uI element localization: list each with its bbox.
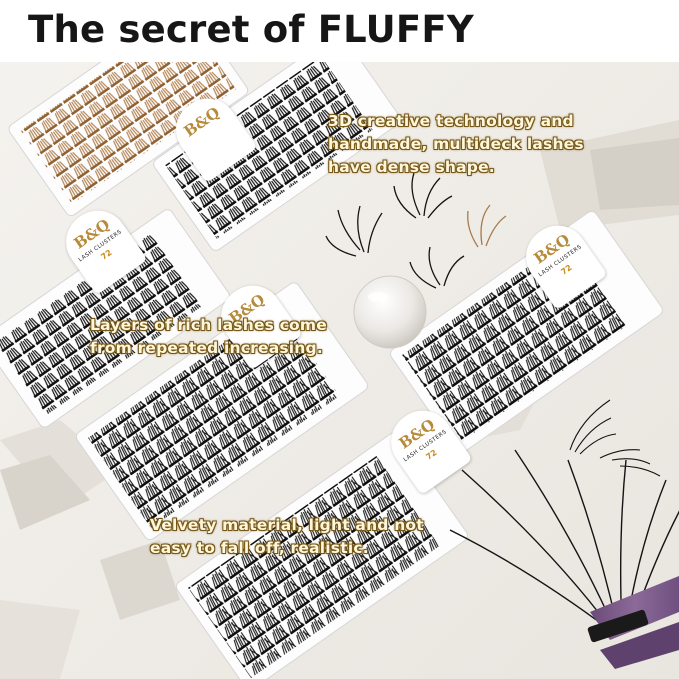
caption-bottom: Velvety material, light and not easy to …	[150, 514, 424, 560]
caption-line: Velvety material, light and not	[150, 516, 424, 534]
page-title: The secret of FLUFFY	[28, 8, 474, 51]
caption-line: easy to fall off, realistic.	[150, 539, 369, 557]
caption-middle: Layers of rich lashes come from repeated…	[90, 314, 327, 360]
caption-top: 3D creative technology and handmade, mul…	[328, 110, 584, 179]
caption-line: from repeated increasing.	[90, 339, 323, 357]
caption-line: Layers of rich lashes come	[90, 316, 327, 334]
title-bar: The secret of FLUFFY	[0, 0, 679, 62]
caption-line: handmade, multideck lashes	[328, 135, 584, 153]
caption-line: have dense shape.	[328, 158, 495, 176]
caption-line: 3D creative technology and	[328, 112, 574, 130]
